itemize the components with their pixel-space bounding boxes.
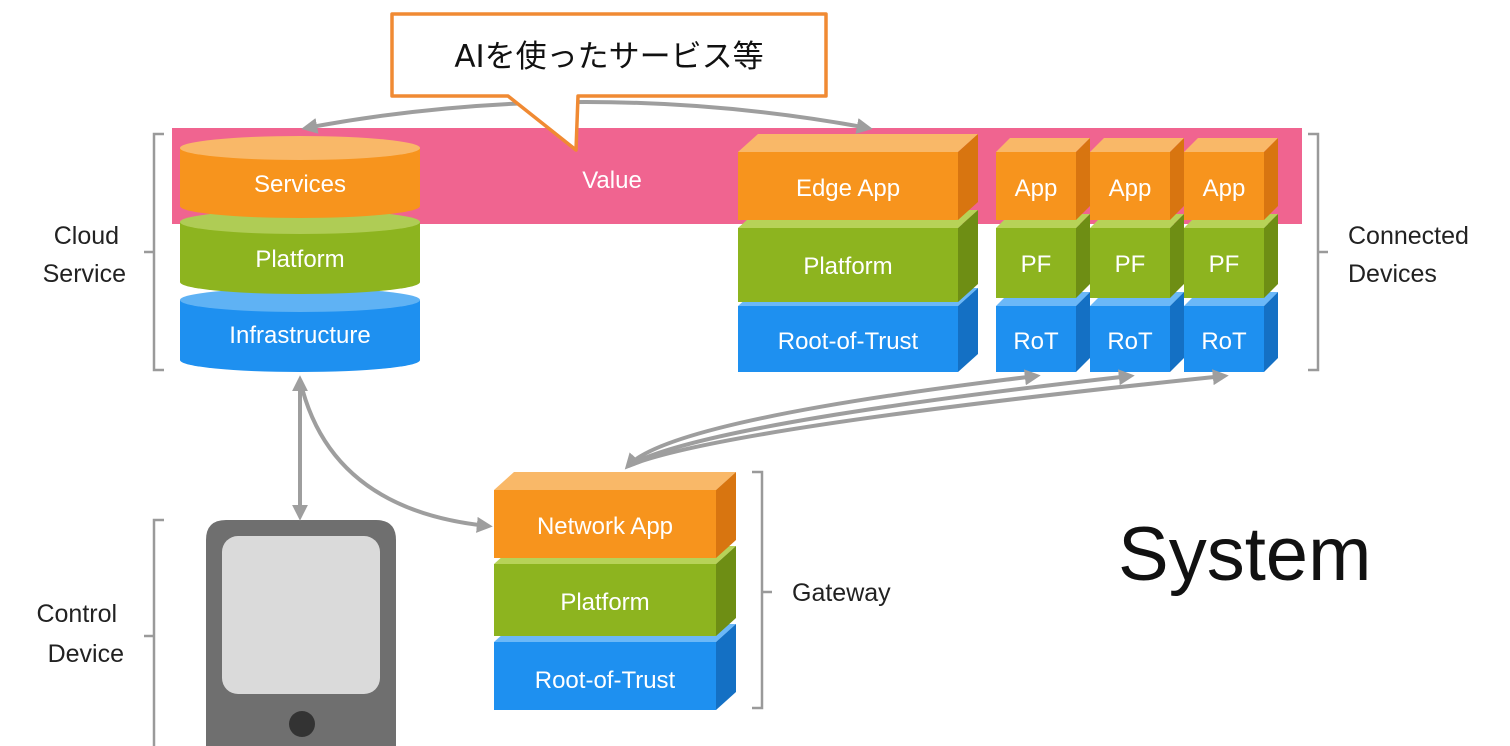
gateway-bracket <box>752 470 772 710</box>
device-2: RoT PF App <box>1090 138 1184 372</box>
edge-layer-root-of-trust-label: Root-of-Trust <box>778 328 919 355</box>
gateway-layer-root-of-trust: Root-of-Trust <box>494 624 736 710</box>
device-1-pf-label: PF <box>1021 251 1052 278</box>
edge-layer-app-label: Edge App <box>796 175 900 202</box>
gateway-layer-network-app: Network App <box>494 472 736 558</box>
connected-bracket <box>1308 132 1328 372</box>
control-device-label: Control Device <box>36 600 124 668</box>
cloud-layer-platform-label: Platform <box>255 246 344 273</box>
cloud-bracket <box>144 132 164 372</box>
control-bracket <box>144 518 164 746</box>
gateway-label: Gateway <box>792 579 891 607</box>
arrow-gateway-device-2 <box>626 369 1135 468</box>
edge-layer-platform: Platform <box>738 210 978 302</box>
gateway-layer-root-of-trust-label: Root-of-Trust <box>535 667 676 694</box>
gateway-layer-platform: Platform <box>494 546 736 636</box>
device-3-app-label: App <box>1203 175 1246 202</box>
cloud-layer-infrastructure: Infrastructure <box>180 288 420 372</box>
connected-devices: RoT PF App RoT PF App <box>996 138 1278 372</box>
edge-layer-root-of-trust: Root-of-Trust <box>738 288 978 372</box>
edge-layer-platform-label: Platform <box>803 253 892 280</box>
device-1-rot-label: RoT <box>1013 328 1059 355</box>
device-1-app-label: App <box>1015 175 1058 202</box>
system-title: System <box>1118 512 1371 597</box>
cloud-layer-services-label: Services <box>254 171 346 198</box>
device-3-pf-label: PF <box>1209 251 1240 278</box>
arrow-cloud-edge <box>301 100 873 134</box>
connected-devices-label: Connected Devices <box>1348 222 1476 288</box>
device-3: RoT PF App <box>1184 138 1278 372</box>
cloud-layer-infrastructure-label: Infrastructure <box>229 322 370 349</box>
gateway-layer-platform-label: Platform <box>560 589 649 616</box>
device-3-rot-label: RoT <box>1201 328 1247 355</box>
edge-device-stack: Root-of-Trust Platform Edge App <box>738 134 978 372</box>
device-2-pf-label: PF <box>1115 251 1146 278</box>
arrow-gateway-device-3 <box>627 369 1229 468</box>
value-label: Value <box>582 167 642 194</box>
cloud-service-stack: Infrastructure Platform Services <box>180 136 420 372</box>
gateway-stack: Root-of-Trust Platform Network App <box>494 472 736 710</box>
callout-text: AIを使ったサービス等 <box>454 39 763 75</box>
arrow-cloud-gateway <box>298 379 493 533</box>
arrow-gateway-device-1 <box>624 369 1041 470</box>
device-2-rot-label: RoT <box>1107 328 1153 355</box>
cloud-service-label: Cloud Service <box>43 222 126 288</box>
cloud-layer-platform: Platform <box>180 210 420 294</box>
edge-layer-app: Edge App <box>738 134 978 220</box>
tablet-icon <box>206 520 396 746</box>
cloud-layer-services: Services <box>180 136 420 218</box>
device-1: RoT PF App <box>996 138 1090 372</box>
gateway-layer-network-app-label: Network App <box>537 513 673 540</box>
device-2-app-label: App <box>1109 175 1152 202</box>
callout-bubble: AIを使ったサービス等 <box>390 12 828 152</box>
